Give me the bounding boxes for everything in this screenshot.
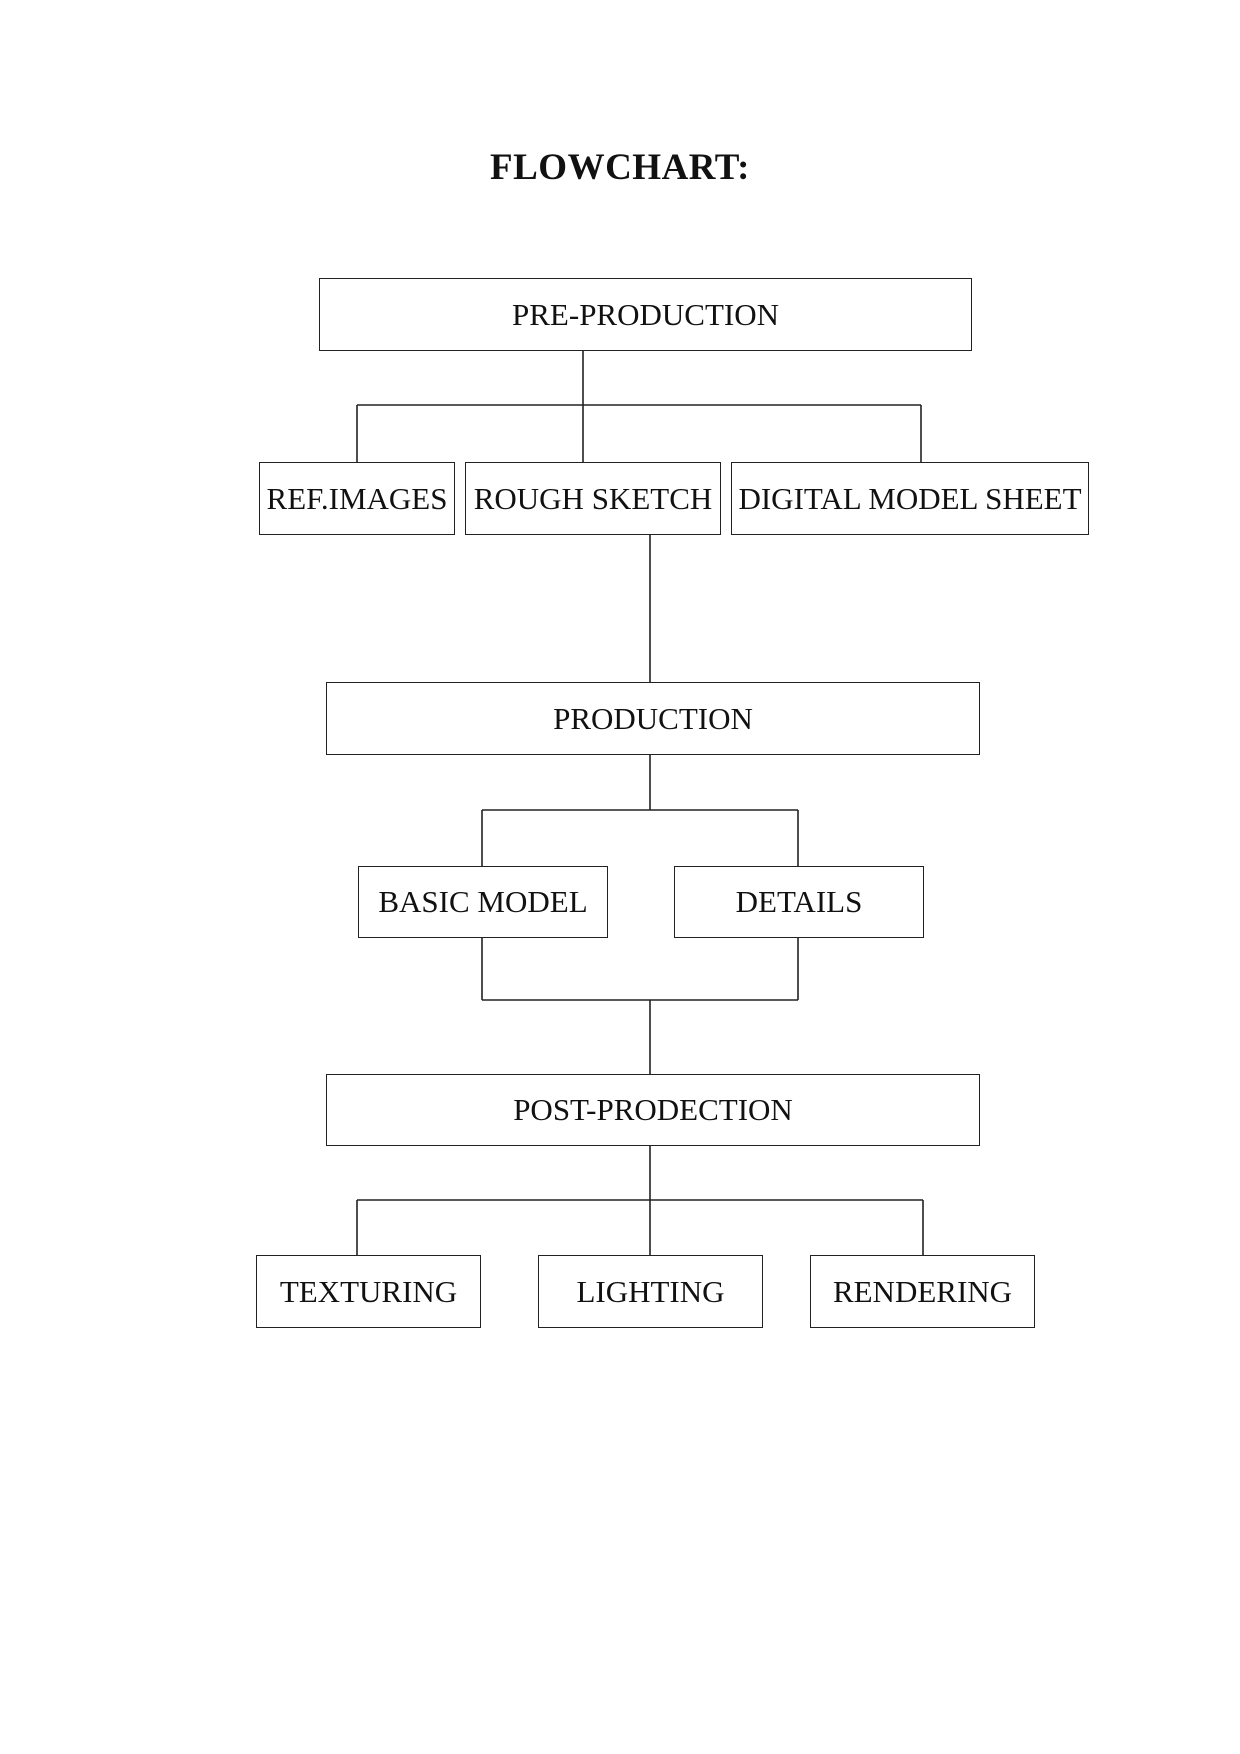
texturing-box: TEXTURING [256, 1255, 481, 1328]
ref-images-box: REF.IMAGES [259, 462, 455, 535]
page-title: FLOWCHART: [490, 147, 750, 188]
rendering-box: RENDERING [810, 1255, 1035, 1328]
details-box: DETAILS [674, 866, 924, 938]
basic-model-box: BASIC MODEL [358, 866, 608, 938]
lighting-box: LIGHTING [538, 1255, 763, 1328]
post-production-box: POST-PRODECTION [326, 1074, 980, 1146]
pre-production-box: PRE-PRODUCTION [319, 278, 972, 351]
digital-model-sheet-box: DIGITAL MODEL SHEET [731, 462, 1089, 535]
rough-sketch-box: ROUGH SKETCH [465, 462, 721, 535]
production-box: PRODUCTION [326, 682, 980, 755]
